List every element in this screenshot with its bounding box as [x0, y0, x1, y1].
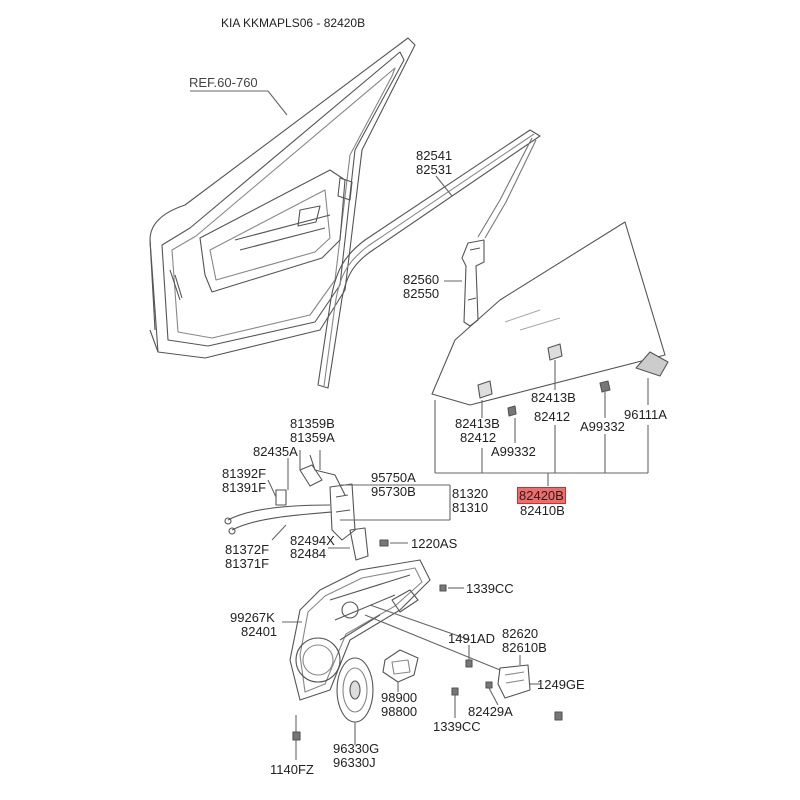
door-glass [431, 221, 669, 417]
part-82560[interactable]: 82560 [403, 272, 440, 287]
part-82412-right[interactable]: 82412 [534, 409, 571, 424]
part-82610b[interactable]: 82610B [502, 640, 547, 655]
part-81320[interactable]: 81320 [452, 486, 489, 501]
door-frame [149, 37, 416, 359]
part-1140fz[interactable]: 1140FZ [270, 762, 314, 777]
part-81392f[interactable]: 81392F [222, 466, 267, 481]
part-a99332-left[interactable]: A99332 [491, 444, 536, 459]
regulator-panel [289, 559, 447, 701]
part-98800[interactable]: 98800 [381, 704, 418, 719]
part-95730b[interactable]: 95730B [371, 484, 416, 499]
part-81359b[interactable]: 81359B [290, 416, 335, 431]
part-82484[interactable]: 82484 [290, 546, 327, 561]
run-channel [317, 129, 541, 389]
part-82494x[interactable]: 82494X [290, 533, 335, 548]
part-1339cc-lower[interactable]: 1339CC [433, 719, 481, 734]
ref-label: REF.60-760 [189, 75, 258, 90]
part-98900[interactable]: 98900 [381, 690, 418, 705]
part-82541[interactable]: 82541 [416, 148, 453, 163]
part-a99332-right[interactable]: A99332 [580, 419, 625, 434]
part-82410b[interactable]: 82410B [520, 503, 565, 518]
diagram-title: KIA KKMAPLS06 - 82420B [221, 16, 366, 30]
rear-channel [461, 239, 485, 327]
part-96330j[interactable]: 96330J [333, 755, 376, 770]
part-81310[interactable]: 81310 [452, 500, 489, 515]
part-82531[interactable]: 82531 [416, 162, 453, 177]
fasteners [292, 645, 563, 760]
part-1249ge[interactable]: 1249GE [537, 677, 585, 692]
part-81372f[interactable]: 81372F [225, 542, 270, 557]
part-99267k[interactable]: 99267K [230, 610, 275, 625]
part-82401[interactable]: 82401 [241, 624, 278, 639]
part-82550[interactable]: 82550 [403, 286, 440, 301]
part-82420b-highlighted[interactable]: 82420B [517, 487, 566, 504]
part-95750a[interactable]: 95750A [371, 470, 416, 485]
part-82620[interactable]: 82620 [502, 626, 539, 641]
regulator-motor [382, 649, 419, 692]
part-82429a[interactable]: 82429A [468, 704, 513, 719]
part-82412-left[interactable]: 82412 [460, 430, 497, 445]
part-82413b-left[interactable]: 82413B [455, 416, 500, 431]
part-96330g[interactable]: 96330G [333, 741, 380, 756]
window-switch [497, 655, 540, 699]
part-81371f[interactable]: 81371F [225, 556, 270, 571]
part-1491ad[interactable]: 1491AD [448, 631, 495, 646]
part-82435a[interactable]: 82435A [253, 444, 298, 459]
speaker [336, 657, 374, 745]
part-82413b-right[interactable]: 82413B [531, 390, 576, 405]
part-1220as[interactable]: 1220AS [411, 536, 458, 551]
part-81391f[interactable]: 81391F [222, 480, 267, 495]
part-1339cc-upper[interactable]: 1339CC [466, 581, 514, 596]
part-81359a[interactable]: 81359A [290, 430, 335, 445]
part-96111a[interactable]: 96111A [624, 407, 667, 422]
